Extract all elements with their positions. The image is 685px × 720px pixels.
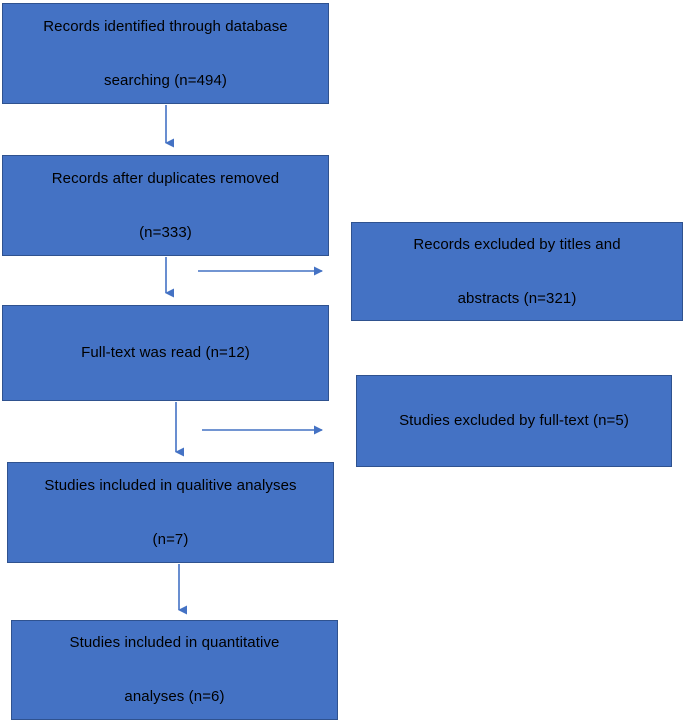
box-records-excluded-titles-line-1: Records excluded by titles and — [413, 235, 621, 253]
box-studies-excluded-fulltext-line-1: Studies excluded by full-text (n=5) — [399, 412, 629, 429]
box-records-after-duplicates: Records after duplicates removed (n=333) — [2, 155, 329, 256]
box-studies-quantitative-line-1: Studies included in quantitative — [69, 634, 280, 651]
box-studies-quantitative: Studies included in quantitative analyse… — [11, 620, 338, 720]
box-studies-qualitive-line-1: Studies included in qualitive analyses — [44, 476, 297, 494]
box-studies-qualitive: Studies included in qualitive analyses (… — [7, 462, 334, 563]
box-studies-qualitive-line-2: (n=7) — [152, 530, 189, 548]
box-records-after-duplicates-line-1: Records after duplicates removed — [51, 169, 280, 187]
box-full-text-read-line-1: Full-text was read (n=12) — [81, 344, 250, 361]
box-full-text-read: Full-text was read (n=12) — [2, 305, 329, 401]
box-records-after-duplicates-line-2: (n=333) — [139, 223, 192, 241]
box-records-excluded-titles: Records excluded by titles and abstracts… — [351, 222, 683, 321]
box-studies-excluded-fulltext: Studies excluded by full-text (n=5) — [356, 375, 672, 467]
box-records-identified-line-1: Records identified through database — [43, 17, 288, 35]
box-records-identified: Records identified through database sear… — [2, 3, 329, 104]
box-records-identified-line-2: searching (n=494) — [103, 71, 228, 89]
box-studies-quantitative-line-2: analyses (n=6) — [124, 688, 225, 705]
box-records-excluded-titles-line-2: abstracts (n=321) — [457, 289, 577, 307]
